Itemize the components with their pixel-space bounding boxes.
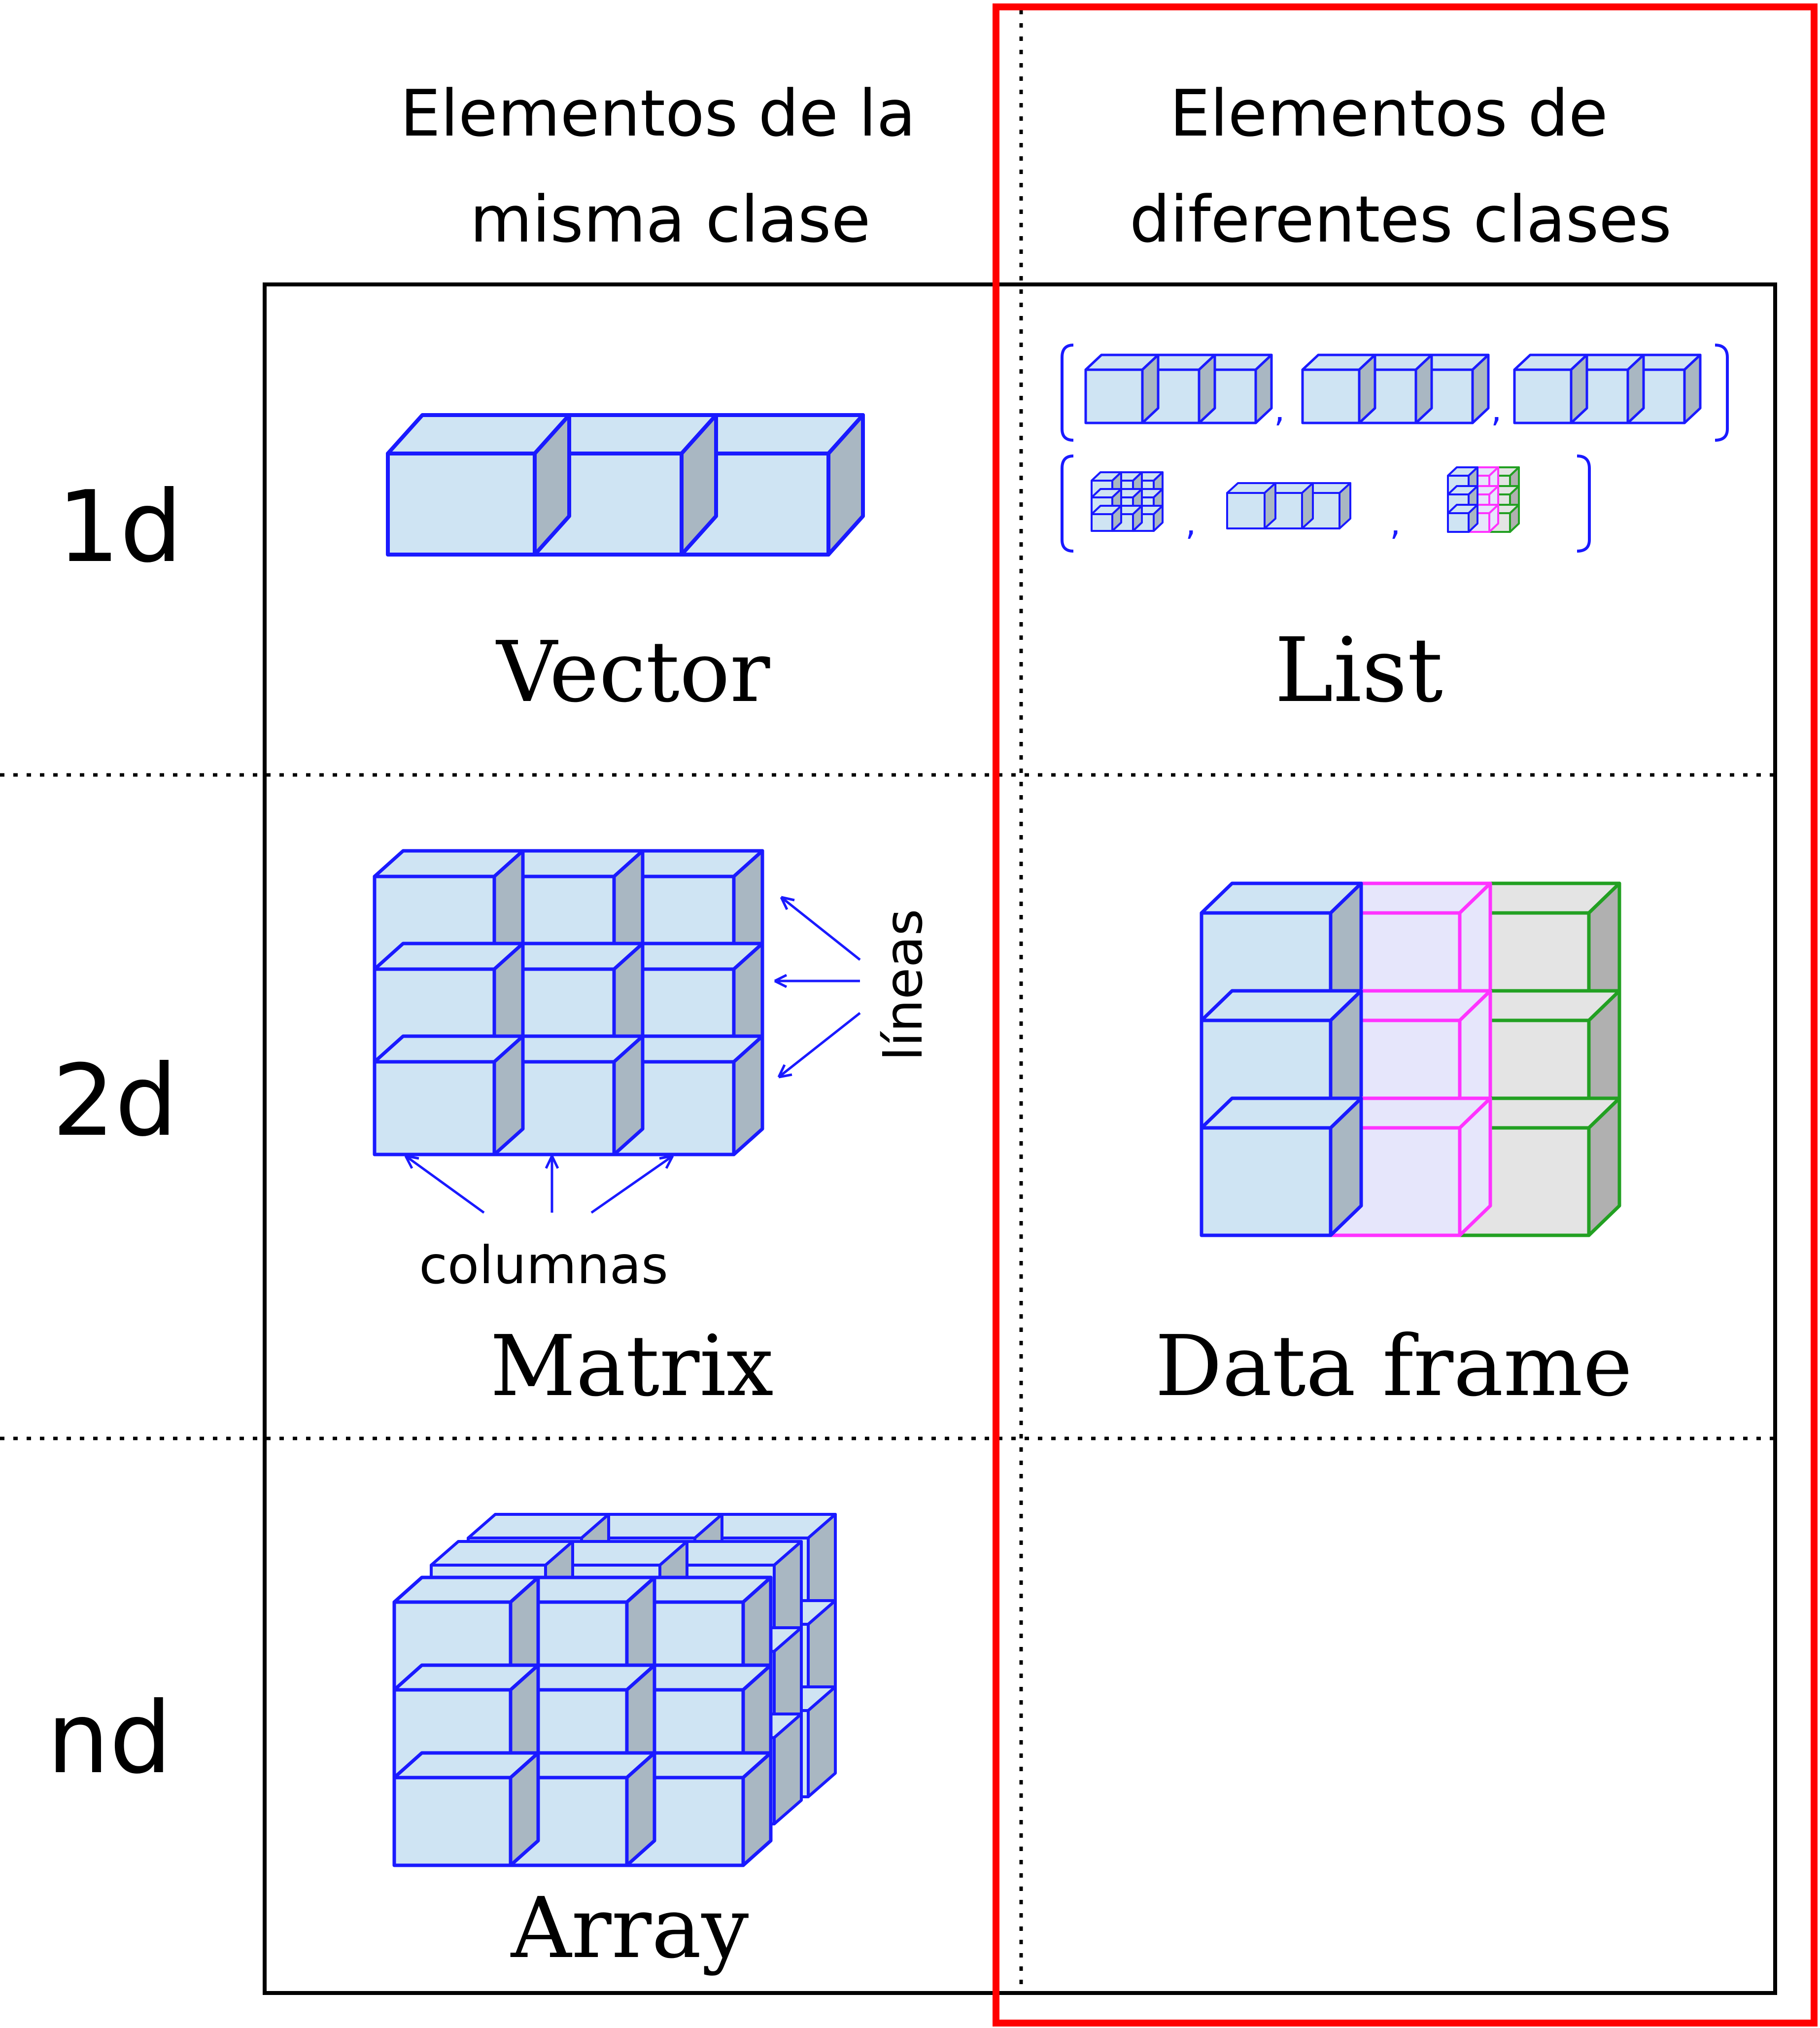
list-comma: , [1274, 389, 1285, 430]
matrix-illustration [373, 849, 764, 1156]
header-same-class-line1: Elementos de la [400, 76, 916, 151]
list-brackets [1061, 344, 1729, 553]
cube-face [1301, 368, 1361, 424]
label-matrix: Matrix [490, 1318, 773, 1415]
bracket-right [1715, 344, 1729, 442]
columnas-arrows [404, 1154, 674, 1214]
label-columnas: columnas [419, 1235, 668, 1295]
lineas-arrows [774, 896, 861, 1079]
bracket-left [1061, 344, 1074, 442]
highlight-frame [993, 3, 1818, 2027]
cube-face [1084, 368, 1144, 424]
list-illustration [1084, 353, 1702, 533]
label-data-frame: Data frame [1155, 1318, 1633, 1415]
label-list: List [1274, 619, 1443, 722]
header-diff-class-line1: Elementos de [1169, 76, 1608, 151]
list-comma: , [1491, 389, 1502, 430]
header-same-class-line2: misma clase [470, 182, 870, 257]
vector-illustration [386, 413, 865, 557]
cube-face [386, 452, 537, 557]
cube-face [373, 1060, 496, 1156]
table-frame [263, 282, 1777, 1995]
bracket-left [1061, 455, 1074, 553]
grid [0, 10, 1777, 1995]
list-comma: , [1185, 503, 1196, 543]
label-vector: Vector [496, 624, 771, 721]
cube-face [1200, 1126, 1333, 1237]
array-illustration [392, 1513, 837, 1867]
label-lineas: líneas [874, 909, 934, 1061]
row-label-2d: 2d [52, 1044, 177, 1158]
cube-face [1513, 368, 1573, 424]
cube-face [1091, 513, 1113, 532]
label-array: Array [511, 1880, 749, 1977]
list-comma: , [1390, 503, 1401, 543]
cube-face [392, 1776, 513, 1867]
bracket-right [1577, 455, 1591, 553]
row-label-1d: 1d [57, 470, 182, 585]
header-diff-class-line2: diferentes clases [1130, 182, 1672, 257]
cube-face [1447, 512, 1470, 533]
row-label-nd: nd [47, 1681, 172, 1796]
data-frame-illustration [1200, 881, 1621, 1237]
cube-face [1226, 492, 1266, 529]
